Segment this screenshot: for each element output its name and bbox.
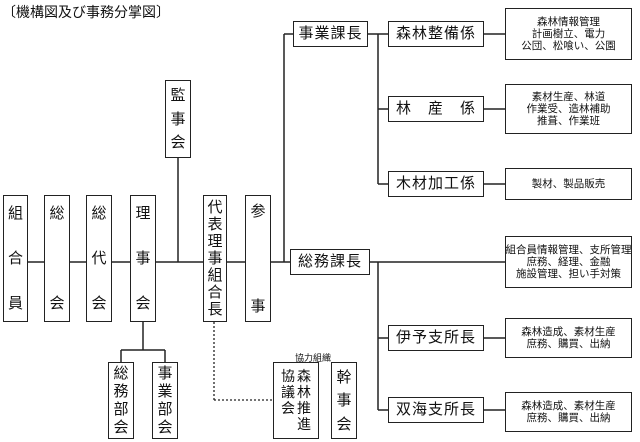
somu-head-box: 総務課長	[290, 249, 370, 275]
section-1-duty-0: 素材生産、林道	[531, 90, 606, 103]
sokai-box: 総会	[44, 195, 70, 322]
section-1-label: 林 産 係	[395, 99, 476, 118]
branch-1-box: 双海支所長	[388, 397, 484, 423]
kyogikai-col-1: 協議会	[281, 368, 295, 417]
branch-1-duty-0: 森林造成、素材生産	[521, 399, 616, 412]
kumiaiin-label: 組合員	[7, 204, 23, 312]
somu-duty-1: 庶務、経理、金融	[526, 255, 611, 268]
kyogikai-label: 協議会 森林推進	[281, 369, 311, 433]
rijikai-label: 理事会	[135, 204, 151, 312]
rijikai-box: 理事会	[130, 195, 156, 322]
kanjikai-box: 監事会	[165, 80, 191, 158]
branch-0-duty-0: 森林造成、素材生産	[521, 325, 616, 338]
kyogikai-box: 協議会 森林推進	[273, 362, 319, 439]
somu-duties: 組合員情報管理、支所管理 庶務、経理、金融 施設管理、担い手対策	[505, 236, 632, 288]
kyoryoku-label: 協力組織	[295, 354, 332, 364]
section-0-duties: 森林情報管理 計画樹立、電力 公団、松喰い、公園	[505, 8, 632, 60]
kanjikai2-label: 幹事会	[336, 367, 352, 433]
section-1-duties: 素材生産、林道 作業受、造林補助 推葺、作業班	[505, 84, 632, 134]
somubukai-box: 総務部会	[108, 362, 134, 439]
branch-1-duties: 森林造成、素材生産 庶務、購買、出納	[505, 392, 632, 432]
section-0-box: 森林整備係	[388, 21, 484, 47]
section-1-duty-2: 推葺、作業班	[537, 115, 600, 128]
daihyo-label: 代表理事組合長	[207, 197, 223, 319]
section-1-box: 林 産 係	[388, 96, 484, 122]
branch-0-label: 伊予支所長	[395, 328, 476, 347]
kyogikai-col-0: 森林推進	[297, 368, 311, 433]
sodaikai-label: 総代会	[91, 204, 107, 312]
somu-duty-0: 組合員情報管理、支所管理	[505, 243, 632, 256]
branch-1-duty-1: 庶務、購買、出納	[526, 412, 611, 424]
jigyo-head-label: 事業課長	[298, 24, 363, 43]
section-2-box: 木材加工係	[388, 171, 484, 197]
kanjikai2-box: 幹事会	[331, 362, 357, 439]
daihyo-box: 代表理事組合長	[203, 195, 227, 322]
page-title: 〔機構図及び事務分掌図〕	[2, 5, 170, 21]
somu-head-label: 総務課長	[297, 252, 362, 271]
branch-1-label: 双海支所長	[395, 400, 476, 419]
branch-0-duties: 森林造成、素材生産 庶務、購買、出納	[505, 318, 632, 358]
section-1-duty-1: 作業受、造林補助	[526, 102, 611, 115]
jigyo-head-box: 事業課長	[293, 21, 368, 47]
sodaikai-box: 総代会	[86, 195, 112, 322]
section-0-duty-2: 公団、松喰い、公園	[521, 40, 616, 53]
section-0-label: 森林整備係	[395, 24, 476, 43]
branch-0-box: 伊予支所長	[388, 325, 484, 351]
somu-duty-2: 施設管理、担い手対策	[516, 268, 621, 281]
section-0-duty-1: 計画樹立、電力	[531, 27, 606, 40]
sokai-label: 総会	[49, 204, 65, 312]
sanji-box: 参事	[245, 195, 271, 322]
kumiaiin-box: 組合員	[3, 195, 28, 322]
somubukai-label: 総務部会	[113, 363, 129, 437]
kanjikai-label: 監事会	[170, 86, 186, 151]
section-2-label: 木材加工係	[395, 174, 476, 193]
branch-0-duty-1: 庶務、購買、出納	[526, 338, 611, 350]
jigyobukai-box: 事業部会	[152, 362, 178, 439]
section-2-duties: 製材、製品販売	[505, 168, 632, 200]
sanji-label: 参事	[250, 201, 266, 315]
jigyobukai-label: 事業部会	[157, 363, 173, 437]
section-2-duty-0: 製材、製品販売	[531, 177, 606, 190]
section-0-duty-0: 森林情報管理	[537, 15, 600, 28]
